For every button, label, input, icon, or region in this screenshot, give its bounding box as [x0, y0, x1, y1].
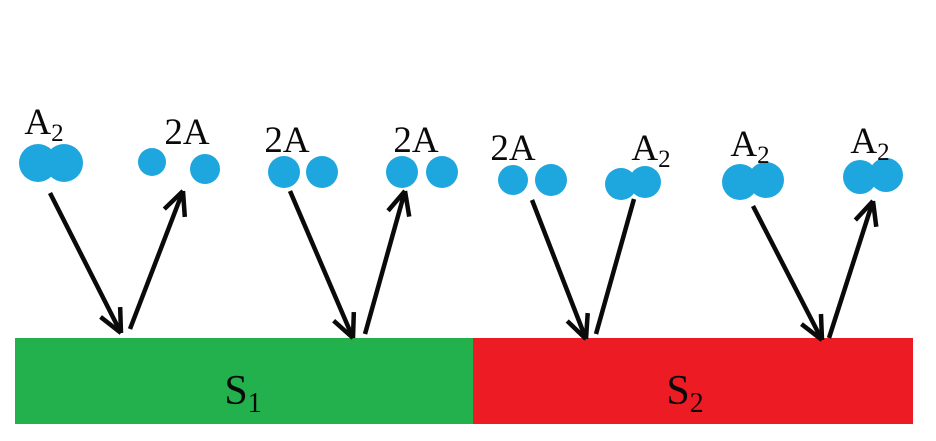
arrow-down-4-head: [818, 313, 825, 341]
atoms-2a-2-label: 2A: [264, 120, 310, 161]
arrow-down-4-shaft: [750, 204, 825, 342]
atom-circle: [138, 148, 166, 176]
arrow-up-2-shaft: [362, 190, 408, 335]
molecule-a2-1: A2: [19, 102, 83, 182]
atom-circle: [19, 144, 57, 182]
line-up-3: [593, 198, 637, 335]
atom-circle: [535, 164, 567, 196]
arrow-down-4: [750, 204, 825, 342]
atoms-2a-3-label: 2A: [393, 120, 439, 161]
arrow-up-1-head: [162, 189, 185, 211]
atom-circle: [748, 162, 784, 198]
atom-circle: [869, 158, 903, 192]
surface-s2-group: S2: [473, 338, 913, 424]
atom-circle: [629, 166, 661, 198]
line-up-3-shaft: [593, 198, 637, 335]
arrow-down-2-shaft: [287, 190, 356, 339]
arrow-up-1-head: [180, 190, 188, 218]
molecule-a2-2: A2: [605, 128, 671, 200]
arrow-down-3-shaft: [529, 199, 589, 340]
arrow-down-1-head: [117, 306, 124, 334]
arrow-up-4-shaft: [826, 200, 876, 339]
surface-s1: [15, 338, 473, 424]
arrow-down-2-head: [332, 318, 355, 340]
atom-circle: [426, 156, 458, 188]
molecule-a2-4: A2: [843, 121, 903, 194]
atom-circle: [386, 156, 418, 188]
arrow-up-4-head: [870, 200, 879, 228]
atoms-2a-4-label: 2A: [490, 128, 536, 169]
atoms-2a-4: 2A: [490, 128, 567, 196]
atom-circle: [190, 154, 220, 184]
molecule-a2-1-label: A2: [24, 102, 63, 147]
arrow-down-3-head: [565, 319, 588, 341]
arrow-down-3-head: [583, 312, 590, 340]
arrow-down-2: [287, 190, 357, 340]
surface-s2: [473, 338, 913, 424]
atom-circle: [306, 156, 338, 188]
arrow-down-2-head: [350, 311, 357, 339]
molecule-a2-3-label: A2: [730, 124, 769, 169]
atoms-2a-1-label: 2A: [164, 112, 210, 153]
molecule-a2-3: A2: [722, 124, 784, 200]
arrow-up-4-head: [853, 199, 875, 222]
arrow-down-1: [47, 191, 124, 335]
arrow-down-1-head: [99, 315, 123, 335]
surface-s2-label: S2: [666, 368, 703, 419]
atom-circle: [268, 156, 300, 188]
atoms-2a-1: 2A: [138, 112, 220, 184]
arrow-up-2: [362, 189, 412, 335]
arrow-down-3: [529, 199, 590, 341]
arrow-up-1: [127, 189, 188, 330]
atom-circle: [498, 165, 528, 195]
arrow-up-4: [826, 199, 879, 339]
arrow-down-1-shaft: [47, 191, 124, 335]
atoms-2a-2: 2A: [264, 120, 338, 188]
atom-circle: [843, 160, 877, 194]
atoms-2a-3: 2A: [386, 120, 458, 188]
arrow-up-2-head: [402, 190, 412, 218]
molecule-a2-4-label: A2: [850, 121, 889, 166]
arrow-up-2-head: [386, 189, 407, 213]
arrow-down-4-head: [800, 322, 824, 342]
atom-circle: [605, 168, 637, 200]
arrow-up-1-shaft: [127, 190, 186, 330]
surface-s1-group: S1: [15, 338, 473, 424]
atom-circle: [722, 164, 758, 200]
surface-s1-label: S1: [224, 368, 261, 419]
molecule-a2-2-label: A2: [631, 128, 670, 173]
atom-circle: [45, 144, 83, 182]
